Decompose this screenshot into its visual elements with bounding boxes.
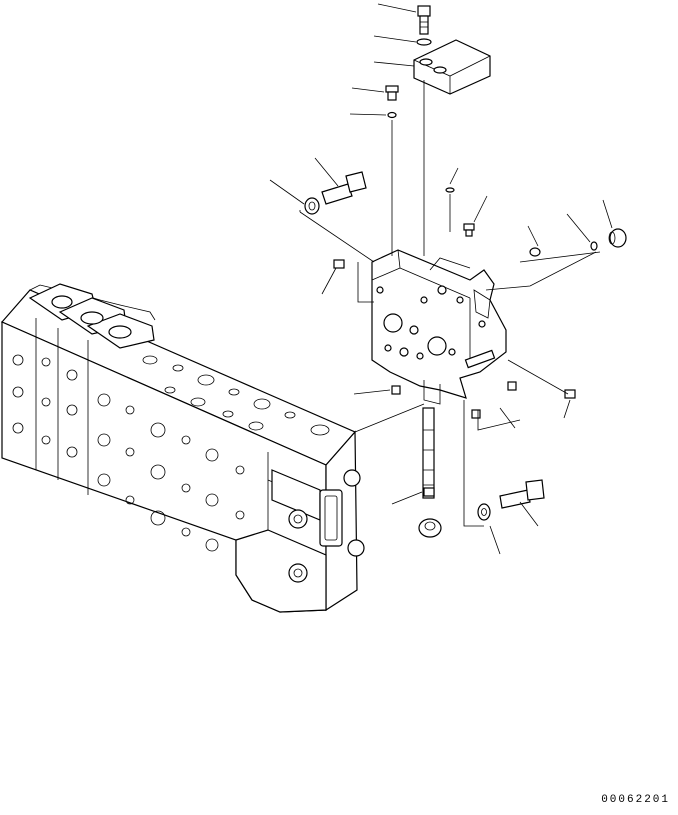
- plug-small: [463, 223, 475, 237]
- plug: [391, 381, 517, 419]
- plug-round: [529, 247, 541, 257]
- o-ring-small: [445, 187, 455, 193]
- o-ring: [387, 111, 397, 119]
- leader-lines: [269, 3, 613, 555]
- washer-large: [304, 197, 320, 215]
- o-ring-2: [590, 241, 598, 251]
- plate: [413, 39, 491, 95]
- o-ring-spool: [423, 487, 435, 497]
- plug-right: [564, 389, 576, 399]
- main-valve-body: [1, 283, 365, 613]
- washer-bottom: [477, 503, 491, 521]
- plug-cap: [608, 228, 627, 248]
- bolt: [417, 5, 431, 35]
- spool: [422, 407, 435, 499]
- plug-side: [333, 259, 345, 269]
- plug-bottom: [418, 518, 442, 538]
- washer: [416, 38, 432, 46]
- valve-section: [371, 249, 507, 405]
- drawing-number: 00062201: [601, 794, 670, 806]
- bolt-bottom: [499, 479, 545, 509]
- plug: [385, 85, 399, 101]
- bolt-large: [321, 171, 367, 205]
